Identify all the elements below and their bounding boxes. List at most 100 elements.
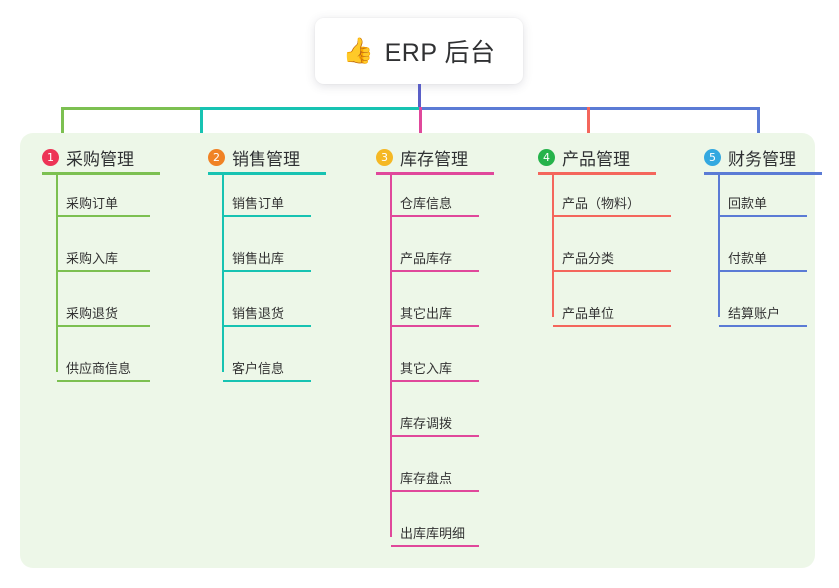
leaf-node[interactable]: 其它入库 bbox=[391, 356, 479, 382]
drop-finance bbox=[757, 107, 760, 140]
leaf-node-label: 仓库信息 bbox=[400, 196, 453, 211]
branch-index-badge: 2 bbox=[208, 149, 225, 166]
leaf-node[interactable]: 其它出库 bbox=[391, 301, 479, 327]
leaf-node[interactable]: 付款单 bbox=[719, 246, 807, 272]
leaf-node-label: 结算账户 bbox=[728, 306, 781, 321]
leaf-node-rule bbox=[719, 215, 807, 217]
leaf-node-label: 回款单 bbox=[728, 196, 768, 211]
branch-spine bbox=[56, 174, 58, 372]
leaf-node[interactable]: 销售出库 bbox=[223, 246, 311, 272]
drop-purchasing bbox=[61, 107, 64, 140]
branch-header-rule bbox=[208, 172, 326, 175]
branch-title: 库存管理 bbox=[400, 150, 468, 169]
leaf-node[interactable]: 产品（物料） bbox=[553, 191, 671, 217]
drop-product bbox=[587, 107, 590, 140]
leaf-node-rule bbox=[57, 325, 150, 327]
branch-header-rule bbox=[42, 172, 160, 175]
leaf-node-label: 销售出库 bbox=[232, 251, 285, 266]
leaf-node-label: 出库库明细 bbox=[400, 526, 466, 541]
leaf-node-rule bbox=[391, 435, 479, 437]
leaf-node-rule bbox=[391, 270, 479, 272]
leaf-node[interactable]: 采购订单 bbox=[57, 191, 150, 217]
branch-spine bbox=[222, 174, 224, 372]
leaf-node-rule bbox=[223, 215, 311, 217]
leaf-node-rule bbox=[391, 325, 479, 327]
root-node-card[interactable]: 👍 ERP 后台 bbox=[315, 18, 523, 84]
drop-sales bbox=[200, 107, 203, 140]
leaf-node[interactable]: 采购退货 bbox=[57, 301, 150, 327]
leaf-node-label: 客户信息 bbox=[232, 361, 285, 376]
branch-spine bbox=[390, 174, 392, 537]
leaf-node[interactable]: 产品分类 bbox=[553, 246, 671, 272]
leaf-node[interactable]: 库存盘点 bbox=[391, 466, 479, 492]
root-node-title: ERP 后台 bbox=[384, 39, 496, 67]
leaf-node-rule bbox=[553, 325, 671, 327]
branch-header-rule bbox=[704, 172, 822, 175]
leaf-node[interactable]: 仓库信息 bbox=[391, 191, 479, 217]
leaf-node-label: 库存调拨 bbox=[400, 416, 453, 431]
branch-index-badge: 1 bbox=[42, 149, 59, 166]
branch-header-sales[interactable]: 2 销售管理 bbox=[208, 145, 300, 170]
leaf-node[interactable]: 客户信息 bbox=[223, 356, 311, 382]
leaf-node-label: 采购订单 bbox=[66, 196, 119, 211]
branch-header-inventory[interactable]: 3 库存管理 bbox=[376, 145, 468, 170]
branch-header-product[interactable]: 4 产品管理 bbox=[538, 145, 630, 170]
branch-index-badge: 4 bbox=[538, 149, 555, 166]
branch-title: 销售管理 bbox=[232, 150, 300, 169]
thumbs-up-icon: 👍 bbox=[342, 36, 374, 65]
branch-header-rule bbox=[376, 172, 494, 175]
branch-header-purchasing[interactable]: 1 采购管理 bbox=[42, 145, 134, 170]
leaf-node-rule bbox=[57, 270, 150, 272]
branch-header-rule bbox=[538, 172, 656, 175]
leaf-node-label: 产品（物料） bbox=[562, 196, 641, 211]
leaf-node-rule bbox=[391, 215, 479, 217]
leaf-node-rule bbox=[553, 215, 671, 217]
leaf-node-rule bbox=[223, 380, 311, 382]
leaf-node-label: 采购入库 bbox=[66, 251, 119, 266]
leaf-node-label: 销售退货 bbox=[232, 306, 285, 321]
leaf-node[interactable]: 结算账户 bbox=[719, 301, 807, 327]
leaf-node[interactable]: 供应商信息 bbox=[57, 356, 150, 382]
leaf-node[interactable]: 产品库存 bbox=[391, 246, 479, 272]
leaf-node-rule bbox=[553, 270, 671, 272]
leaf-node-rule bbox=[223, 270, 311, 272]
branch-spine bbox=[718, 174, 720, 317]
leaf-node-rule bbox=[391, 545, 479, 547]
leaf-node[interactable]: 销售退货 bbox=[223, 301, 311, 327]
leaf-node-label: 产品库存 bbox=[400, 251, 453, 266]
leaf-node-label: 其它出库 bbox=[400, 306, 453, 321]
leaf-node-label: 库存盘点 bbox=[400, 471, 453, 486]
trunk-line bbox=[418, 84, 421, 108]
leaf-node-label: 采购退货 bbox=[66, 306, 119, 321]
leaf-node-label: 销售订单 bbox=[232, 196, 285, 211]
branch-spine bbox=[552, 174, 554, 317]
branch-title: 采购管理 bbox=[66, 150, 134, 169]
leaf-node-rule bbox=[57, 215, 150, 217]
bus-green bbox=[61, 107, 200, 110]
leaf-node-label: 产品单位 bbox=[562, 306, 615, 321]
leaf-node-label: 其它入库 bbox=[400, 361, 453, 376]
leaf-node[interactable]: 出库库明细 bbox=[391, 521, 479, 547]
leaf-node-label: 供应商信息 bbox=[66, 361, 132, 376]
leaf-node[interactable]: 回款单 bbox=[719, 191, 807, 217]
leaf-node[interactable]: 库存调拨 bbox=[391, 411, 479, 437]
leaf-node-label: 产品分类 bbox=[562, 251, 615, 266]
leaf-node-rule bbox=[391, 490, 479, 492]
leaf-node-rule bbox=[223, 325, 311, 327]
branch-title: 财务管理 bbox=[728, 150, 796, 169]
drop-inventory bbox=[419, 107, 422, 140]
leaf-node-rule bbox=[719, 325, 807, 327]
root-node-content: 👍 ERP 后台 bbox=[342, 33, 495, 69]
leaf-node-rule bbox=[719, 270, 807, 272]
leaf-node-label: 付款单 bbox=[728, 251, 768, 266]
branch-index-badge: 5 bbox=[704, 149, 721, 166]
leaf-node[interactable]: 产品单位 bbox=[553, 301, 671, 327]
leaf-node-rule bbox=[391, 380, 479, 382]
branch-index-badge: 3 bbox=[376, 149, 393, 166]
leaf-node[interactable]: 采购入库 bbox=[57, 246, 150, 272]
branch-header-finance[interactable]: 5 财务管理 bbox=[704, 145, 796, 170]
bus-teal bbox=[200, 107, 419, 110]
branch-title: 产品管理 bbox=[562, 150, 630, 169]
leaf-node[interactable]: 销售订单 bbox=[223, 191, 311, 217]
leaf-node-rule bbox=[57, 380, 150, 382]
